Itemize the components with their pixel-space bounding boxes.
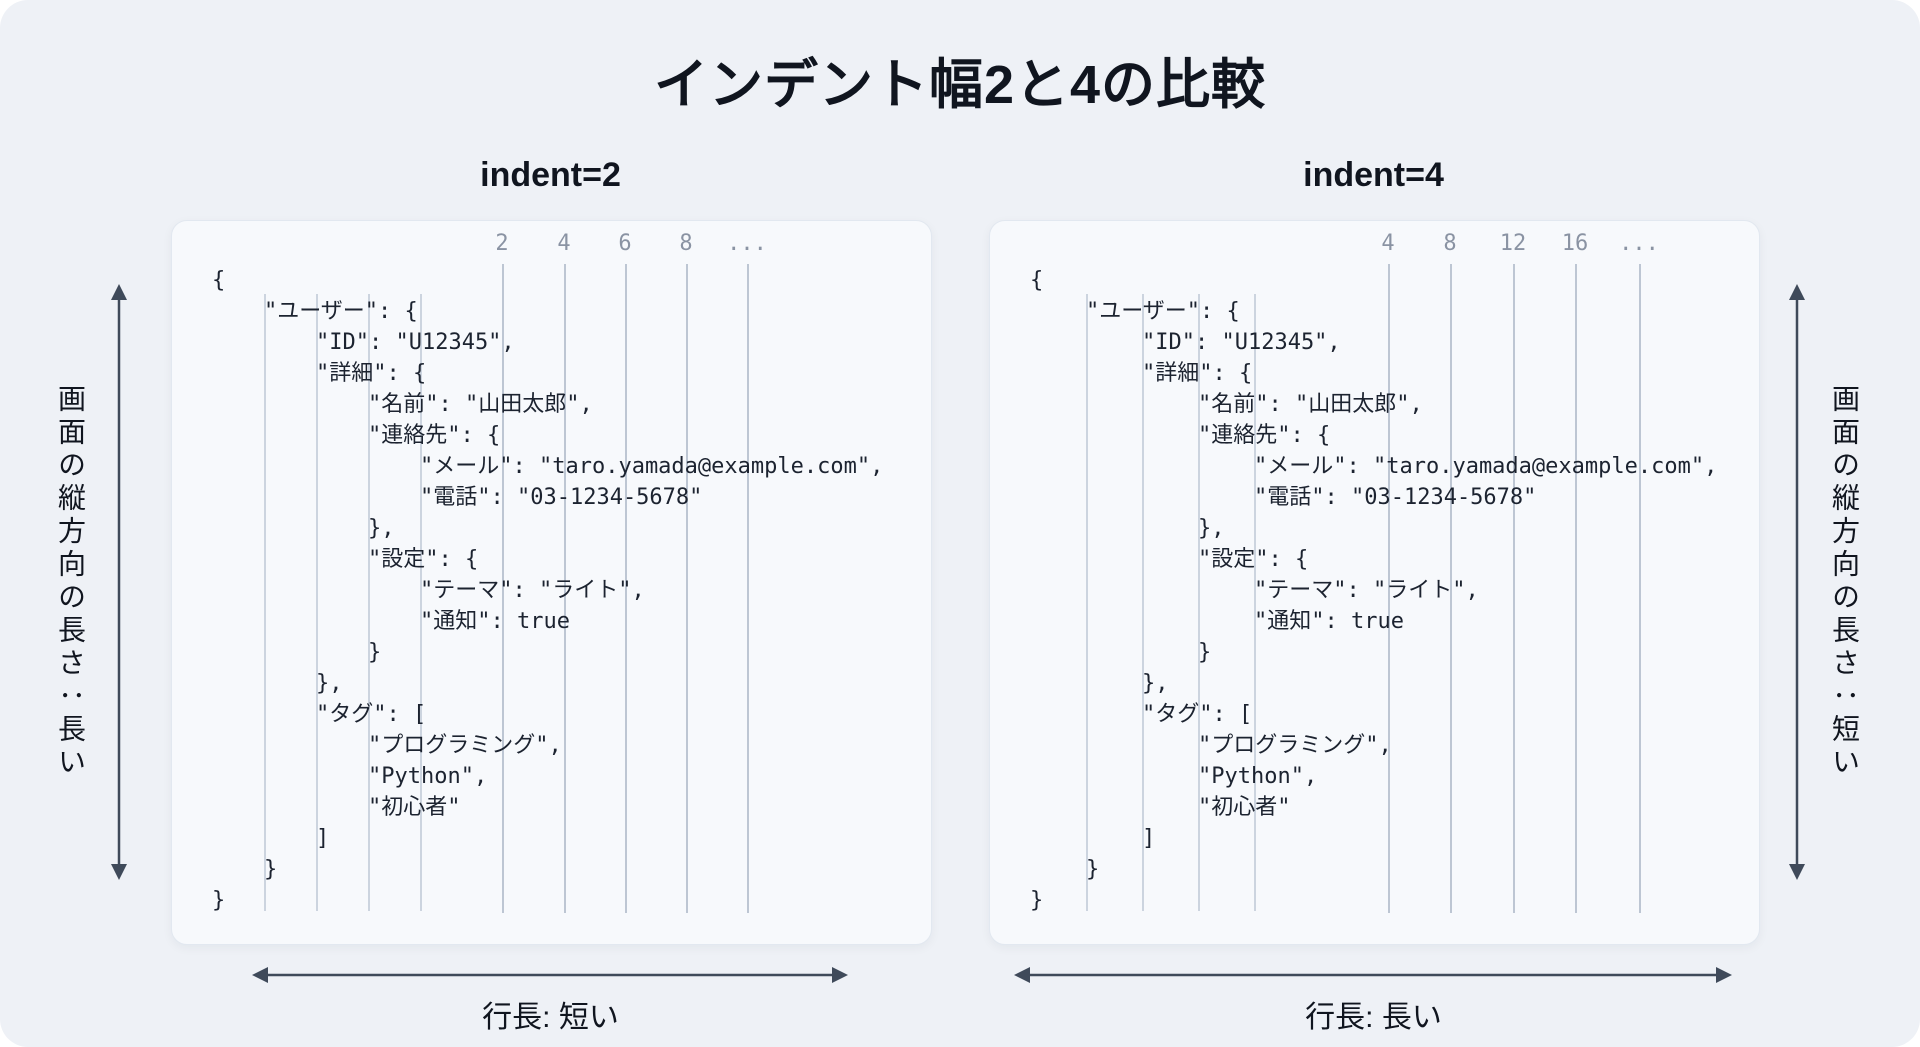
code-line: "通知": true: [420, 609, 570, 634]
code-line: "名前": "山田太郎",: [1198, 392, 1423, 417]
panel-header-indent4: indent=4: [1303, 156, 1444, 194]
json-code-block: { "ユーザー": { "ID": "U12345", "詳細": { "名前": "山…: [1030, 265, 1743, 916]
ruler-column-label: 8: [1443, 231, 1457, 256]
code-line: "ID": "U12345",: [316, 330, 515, 355]
double-arrow-horizontal-icon: [1014, 967, 1732, 983]
indent-guide-line: [1198, 294, 1200, 911]
vertical-length-label-left: 画面の縦方向の長さ：長い: [48, 282, 92, 882]
ruler-line: [1388, 264, 1390, 913]
code-line: },: [1142, 671, 1169, 696]
ruler-column-label: 12: [1499, 231, 1527, 256]
code-line: ]: [1142, 826, 1156, 851]
double-arrow-horizontal-icon: [252, 967, 848, 983]
line-length-arrow-right: [1012, 962, 1734, 993]
code-line: "Python",: [1198, 764, 1318, 789]
code-line: "ID": "U12345",: [1142, 330, 1341, 355]
ruler-line: [686, 264, 688, 913]
code-line: {: [1030, 268, 1044, 293]
code-line: "初心者": [368, 795, 461, 820]
line-length-label-right: 行長: 長い: [1305, 1001, 1442, 1034]
code-line: "テーマ": "ライト",: [1254, 578, 1479, 603]
indent-guide-line: [316, 294, 318, 911]
code-line: "ユーザー": {: [264, 299, 418, 324]
code-line: }: [1198, 640, 1212, 665]
indent-guide-line: [1142, 294, 1144, 911]
code-line: }: [368, 640, 382, 665]
code-line: "電話": "03-1234-5678": [1254, 485, 1537, 510]
code-line: }: [1030, 888, 1044, 913]
ruler-overlay: 4 8 12 16...: [990, 221, 1759, 944]
ruler-line: [747, 264, 749, 913]
indent-guide-line: [368, 294, 370, 911]
code-line: }: [264, 857, 278, 882]
code-line: "Python",: [368, 764, 488, 789]
code-line: "電話": "03-1234-5678": [420, 485, 703, 510]
ruler-column-label: 16: [1561, 231, 1589, 256]
double-arrow-vertical-icon: [1789, 284, 1805, 880]
ruler-column-label: ...: [727, 231, 767, 256]
code-line: }: [212, 888, 226, 913]
ruler-column-label: 4: [557, 231, 571, 256]
ruler-line: [1639, 264, 1641, 913]
double-arrow-vertical-icon: [111, 284, 127, 880]
ruler-line: [1513, 264, 1515, 913]
ruler-column-label: 4: [1381, 231, 1395, 256]
code-line: "連絡先": {: [368, 423, 501, 448]
ruler-column-label: 8: [679, 231, 693, 256]
code-line: "プログラミング",: [368, 733, 562, 758]
line-length-arrow-left: [250, 962, 850, 993]
indent-guide-line: [1254, 294, 1256, 911]
ruler-line: [1450, 264, 1452, 913]
code-line: "メール": "taro.yamada@example.com",: [420, 454, 884, 479]
vertical-length-label-right: 画面の縦方向の長さ：短い: [1822, 282, 1866, 882]
code-line: ]: [316, 826, 330, 851]
indent-guide-line: [264, 294, 266, 911]
code-line: "設定": {: [1198, 547, 1309, 572]
code-line: },: [1198, 516, 1225, 541]
code-line: "初心者": [1198, 795, 1291, 820]
code-line: "タグ": [: [1142, 702, 1253, 727]
code-line: "設定": {: [368, 547, 479, 572]
code-line: "通知": true: [1254, 609, 1404, 634]
vertical-length-arrow-right: [1784, 282, 1810, 887]
panel-header-indent2: indent=2: [480, 156, 621, 194]
code-line: "詳細": {: [316, 361, 427, 386]
ruler-line: [564, 264, 566, 913]
ruler-line: [502, 264, 504, 913]
ruler-column-label: 2: [495, 231, 509, 256]
vertical-length-arrow-left: [106, 282, 132, 887]
code-line: "詳細": {: [1142, 361, 1253, 386]
json-code-block: { "ユーザー": { "ID": "U12345", "詳細": { "名前": "山…: [212, 265, 915, 916]
ruler-column-label: 6: [618, 231, 632, 256]
code-line: "タグ": [: [316, 702, 427, 727]
ruler-column-label: ...: [1619, 231, 1659, 256]
ruler-line: [1575, 264, 1577, 913]
vertical-length-text: 画面の縦方向の長さ：長い: [55, 384, 86, 780]
ruler-line: [625, 264, 627, 913]
code-line: "名前": "山田太郎",: [368, 392, 593, 417]
page-title: インデント幅2と4の比較: [653, 55, 1267, 115]
code-line: },: [316, 671, 343, 696]
indent-guide-line: [1086, 294, 1088, 911]
indent-guide-line: [420, 294, 422, 911]
code-line: "連絡先": {: [1198, 423, 1331, 448]
code-line: "プログラミング",: [1198, 733, 1392, 758]
ruler-overlay: 2 4 6 8...: [172, 221, 931, 944]
code-line: {: [212, 268, 226, 293]
code-line: },: [368, 516, 395, 541]
code-panel-indent2: 2 4 6 8... { "ユーザー": { "ID": "U12345", "詳細": {…: [171, 220, 932, 945]
line-length-label-left: 行長: 短い: [482, 1001, 619, 1034]
vertical-length-text: 画面の縦方向の長さ：短い: [1829, 384, 1860, 780]
code-line: "テーマ": "ライト",: [420, 578, 645, 603]
code-line: }: [1086, 857, 1100, 882]
code-line: "メール": "taro.yamada@example.com",: [1254, 454, 1718, 479]
code-panel-indent4: 4 8 12 16... { "ユーザー": { "ID": "U12345", "詳細":…: [989, 220, 1760, 945]
code-line: "ユーザー": {: [1086, 299, 1240, 324]
